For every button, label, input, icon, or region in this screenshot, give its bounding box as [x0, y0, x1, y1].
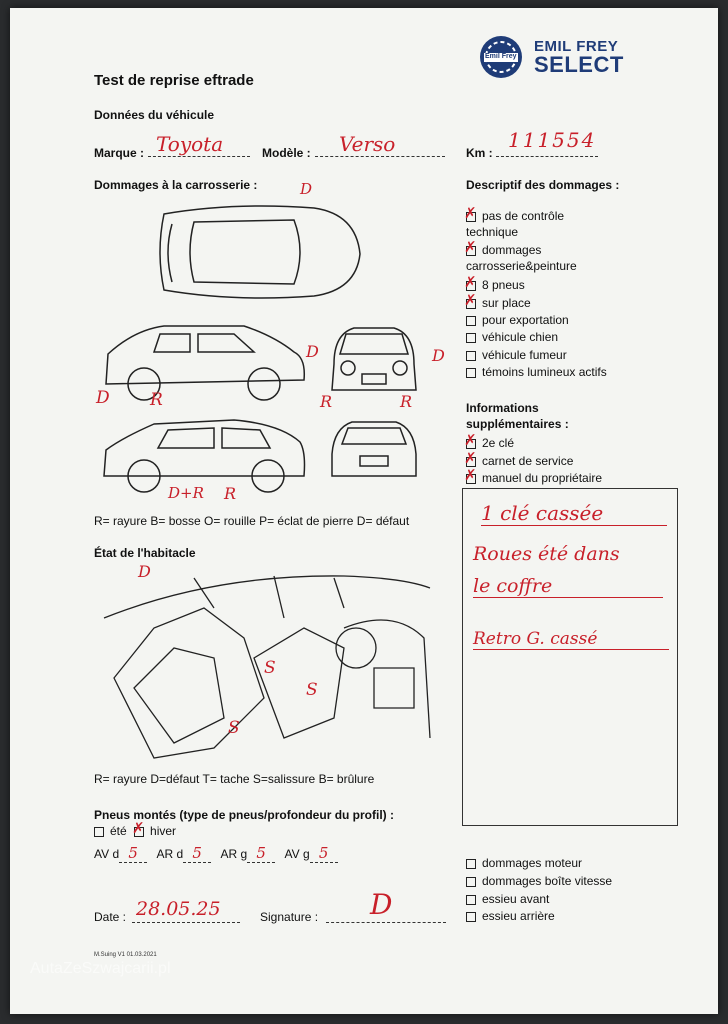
date-field[interactable]: 28.05.25	[132, 898, 240, 923]
interior-mark-1: D	[138, 562, 151, 581]
brand-field[interactable]: Toyota	[148, 132, 250, 157]
body-damage-legend: R= rayure B= bosse O= rouille P= éclat d…	[94, 514, 410, 528]
note-line-2: Roues été dans	[473, 543, 620, 565]
checkbox[interactable]	[466, 350, 476, 361]
form-title: Test de reprise eftrade	[94, 72, 254, 89]
signature-field[interactable]: D	[326, 888, 446, 923]
checkbox-checked[interactable]	[464, 206, 477, 222]
note-line-4: Retro G. cassé	[473, 629, 669, 650]
av-g-label: AV g	[284, 847, 310, 861]
damage-mark-7: R	[400, 392, 413, 411]
mech-item-0[interactable]: dommages moteur	[466, 856, 582, 870]
interior-diagram	[103, 575, 431, 759]
summer-label: été	[110, 824, 127, 838]
damage-mark-8: D+R	[168, 484, 204, 502]
damage-mark-1: D	[300, 180, 313, 198]
watermark: AutaZeSzwajcarii.pl	[30, 960, 171, 977]
note-line-3: le coffre	[473, 575, 663, 598]
km-value: 111554	[508, 128, 597, 152]
km-field[interactable]: 111554	[496, 128, 598, 157]
checkbox-checked[interactable]	[464, 433, 477, 449]
damage-item-3[interactable]: sur place	[464, 293, 531, 310]
interior-title: État de l'habitacle	[94, 546, 196, 560]
ar-g-value[interactable]: 5	[247, 844, 276, 863]
damage-item-6[interactable]: véhicule fumeur	[466, 348, 567, 362]
interior-mark-2: S	[228, 718, 240, 738]
winter-checkbox[interactable]	[132, 821, 145, 837]
checkbox[interactable]	[466, 367, 476, 378]
damage-mark-6: R	[320, 392, 333, 411]
winter-label: hiver	[150, 824, 177, 838]
interior-mark-4: S	[306, 680, 318, 700]
checkbox[interactable]	[466, 858, 476, 869]
mech-item-2[interactable]: essieu avant	[466, 892, 549, 906]
damage-item-2[interactable]: 8 pneus	[464, 275, 525, 292]
version-text: M.Suing V1 01.03.2021	[94, 952, 157, 958]
checkbox-checked[interactable]	[464, 240, 477, 256]
model-field[interactable]: Verso	[315, 132, 445, 157]
tires-title: Pneus montés (type de pneus/profondeur d…	[94, 808, 395, 822]
damage-item-7[interactable]: témoins lumineux actifs	[466, 365, 607, 379]
extra-item-0[interactable]: 2e clé	[464, 433, 514, 450]
damage-mark-4: R	[150, 390, 163, 410]
damage-item-1[interactable]: dommages carrosserie&peinture	[464, 240, 586, 274]
checkbox-checked[interactable]	[464, 451, 477, 467]
ar-d-label: AR d	[156, 847, 184, 861]
checkbox[interactable]	[466, 911, 476, 922]
signature-label: Signature :	[260, 910, 319, 924]
form-sheet: Test de reprise eftrade Emil Frey EMIL F…	[10, 8, 718, 1014]
logo-line2: SELECT	[534, 52, 624, 77]
tire-type-row: été hiver	[94, 821, 177, 838]
av-g-value[interactable]: 5	[309, 844, 338, 863]
damage-mark-3: D	[306, 342, 319, 361]
extra-item-1[interactable]: carnet de service	[464, 451, 573, 468]
checkbox-checked[interactable]	[464, 275, 477, 291]
checkbox-checked[interactable]	[464, 468, 477, 484]
date-label: Date :	[94, 910, 127, 924]
model-label: Modèle :	[262, 146, 311, 160]
ar-d-value[interactable]: 5	[183, 844, 212, 863]
signature-value: D	[370, 888, 393, 921]
damage-mark-9: R	[224, 484, 237, 503]
model-value: Verso	[339, 132, 396, 156]
checkbox[interactable]	[466, 894, 476, 905]
damage-item-4[interactable]: pour exportation	[466, 313, 569, 327]
brand-label: Marque :	[94, 146, 145, 160]
note-line-1: 1 clé cassée	[481, 501, 667, 526]
checkbox[interactable]	[466, 315, 476, 326]
body-damage-title: Dommages à la carrosserie :	[94, 178, 258, 192]
logo-line1: EMIL FREY	[534, 38, 619, 55]
vehicle-section-title: Données du véhicule	[94, 108, 215, 122]
damage-mark-2: D	[96, 388, 110, 408]
checkbox[interactable]	[466, 332, 476, 343]
interior-mark-3: S	[264, 658, 276, 678]
date-value: 28.05.25	[136, 898, 221, 920]
km-label: Km :	[466, 146, 493, 160]
emil-frey-logo: Emil Frey EMIL FREY SELECT	[478, 34, 628, 82]
damage-list-title: Descriptif des dommages :	[466, 178, 620, 192]
logo-badge-text: Emil Frey	[485, 53, 517, 60]
damage-item-5[interactable]: véhicule chien	[466, 330, 558, 344]
mech-item-1[interactable]: dommages boîte vitesse	[466, 874, 612, 888]
interior-legend: R= rayure D=défaut T= tache S=salissure …	[94, 772, 375, 786]
extra-item-2[interactable]: manuel du propriétaire	[464, 468, 602, 485]
summer-checkbox[interactable]	[94, 826, 104, 837]
ar-g-label: AR g	[220, 847, 248, 861]
av-d-value[interactable]: 5	[119, 844, 148, 863]
car-diagram	[103, 205, 417, 493]
mech-item-3[interactable]: essieu arrière	[466, 909, 555, 923]
damage-mark-5: D	[432, 346, 445, 365]
damage-item-0[interactable]: pas de contrôle technique	[464, 206, 586, 240]
av-d-label: AV d	[94, 847, 120, 861]
brand-value: Toyota	[156, 132, 224, 156]
checkbox[interactable]	[466, 876, 476, 887]
gear-logo-icon	[480, 36, 522, 78]
checkbox-checked[interactable]	[464, 293, 477, 309]
notes-box[interactable]: 1 clé cassée Roues été dans le coffre Re…	[462, 488, 678, 826]
extra-info-title: Informations supplémentaires :	[466, 401, 569, 431]
